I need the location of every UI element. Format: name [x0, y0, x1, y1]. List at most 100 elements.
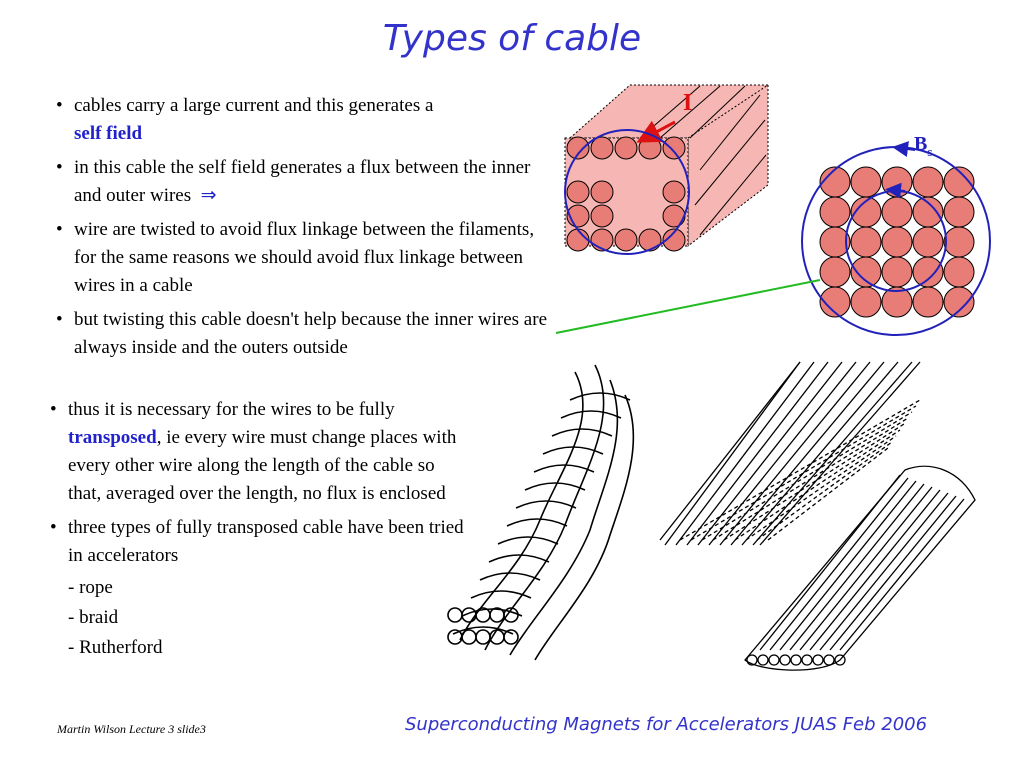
rope-strand-end [475, 629, 491, 645]
rope-strand-turn [515, 500, 577, 509]
braid-strand [730, 361, 885, 546]
braid-cable-illustration [659, 361, 921, 546]
bullet-text: three types of fully transposed cable ha… [68, 517, 464, 566]
rope-strand-end [503, 607, 519, 623]
wire [566, 228, 590, 252]
rope-strand-turn [524, 482, 586, 491]
wire [881, 286, 913, 318]
rope-strand-end [447, 607, 463, 623]
implies-arrow-icon: ⇒ [200, 185, 217, 206]
wire [943, 196, 975, 228]
wire [590, 136, 614, 160]
rutherford-strand-end [823, 654, 835, 666]
rope-strand-turn [533, 464, 595, 473]
bullet-flux: in this cable the self field generates a… [56, 154, 556, 210]
rope-strand-end [447, 629, 463, 645]
field-loop-small [564, 129, 690, 255]
current-label: I [683, 90, 692, 116]
wire [819, 166, 851, 198]
rope-strand-turn [506, 518, 568, 527]
bullet-list-top: cables carry a large current and this ge… [56, 92, 556, 368]
braid-strand [752, 361, 913, 546]
slide-title: Types of cable [382, 18, 642, 59]
wire [912, 286, 944, 318]
bullet-text: thus it is necessary for the wires to be… [68, 399, 395, 420]
highlight-self-field: self field [74, 123, 143, 144]
bullet-inner-outer: but twisting this cable doesn't help bec… [56, 306, 556, 362]
rutherford-strand-end [790, 654, 802, 666]
wire [850, 166, 882, 198]
wire [662, 204, 686, 228]
wire [662, 180, 686, 204]
braid-strand [708, 361, 857, 546]
rope-strand-turn [569, 392, 631, 401]
bullet-self-field: cables carry a large current and this ge… [56, 92, 556, 148]
rutherford-strand [789, 483, 925, 651]
bullet-text: wire are twisted to avoid flux linkage b… [74, 219, 535, 296]
rutherford-cable-illustration [744, 465, 976, 671]
bullet-text: but twisting this cable doesn't help bec… [74, 309, 548, 358]
wire [943, 256, 975, 288]
wire [881, 226, 913, 258]
braid-strand [690, 405, 917, 541]
wire [850, 256, 882, 288]
rutherford-strand-end [757, 654, 769, 666]
rope-strand-end [461, 629, 477, 645]
cable-box-illustration: I [564, 84, 770, 255]
wire [638, 136, 662, 160]
rope-strand-end [503, 629, 519, 645]
rutherford-strand-end [834, 654, 846, 666]
braid-strand [745, 435, 897, 541]
bullet-text: , ie every wire must change places with … [68, 427, 457, 504]
cable-cross-section-large: Bs [801, 133, 991, 336]
wire [614, 136, 638, 160]
bullet-transposed: thus it is necessary for the wires to be… [50, 396, 470, 508]
rutherford-strand-end [801, 654, 813, 666]
wire [912, 256, 944, 288]
bullet-list-bottom: thus it is necessary for the wires to be… [50, 396, 470, 668]
braid-strand [741, 361, 899, 546]
braid-strand [719, 361, 871, 546]
pointer-line [555, 279, 821, 334]
rutherford-strand [779, 480, 917, 651]
wire [662, 228, 686, 252]
braid-strand [679, 399, 921, 541]
wire [819, 256, 851, 288]
wire [819, 286, 851, 318]
braid-strand [697, 361, 843, 546]
bullet-three-types: three types of fully transposed cable ha… [50, 514, 470, 662]
wire [881, 256, 913, 288]
subitem-rope: - rope [68, 577, 113, 598]
rutherford-strand [809, 489, 941, 651]
rutherford-strand [819, 492, 949, 651]
rope-strand-turn [488, 554, 550, 563]
rutherford-strand-end [812, 654, 824, 666]
wire [943, 286, 975, 318]
rope-strand-turn [551, 428, 613, 437]
wire [850, 286, 882, 318]
rope-strand-end [489, 607, 505, 623]
braid-strand [675, 361, 815, 546]
footer-course: Superconducting Magnets for Accelerators… [405, 714, 928, 735]
braid-strand [664, 361, 801, 546]
subitem-rutherford: - Rutherford [68, 637, 163, 658]
field-label: Bs [914, 133, 932, 159]
wire [566, 180, 590, 204]
braid-strand [686, 361, 829, 546]
rutherford-strand-end [746, 654, 758, 666]
bullet-text: in this cable the self field generates a… [74, 157, 531, 206]
rutherford-strand-end [768, 654, 780, 666]
rope-strand-turn [470, 590, 532, 599]
bullet-twisted: wire are twisted to avoid flux linkage b… [56, 216, 556, 300]
braid-strand [701, 411, 913, 541]
rope-strand-turn [542, 446, 604, 455]
rutherford-strand [769, 477, 909, 651]
rope-cable-illustration [447, 364, 635, 661]
wire [638, 228, 662, 252]
rope-strand-turn [560, 410, 622, 419]
rutherford-strand [799, 486, 933, 651]
rutherford-strand [829, 495, 957, 651]
wire [912, 226, 944, 258]
highlight-transposed: transposed [68, 427, 157, 448]
